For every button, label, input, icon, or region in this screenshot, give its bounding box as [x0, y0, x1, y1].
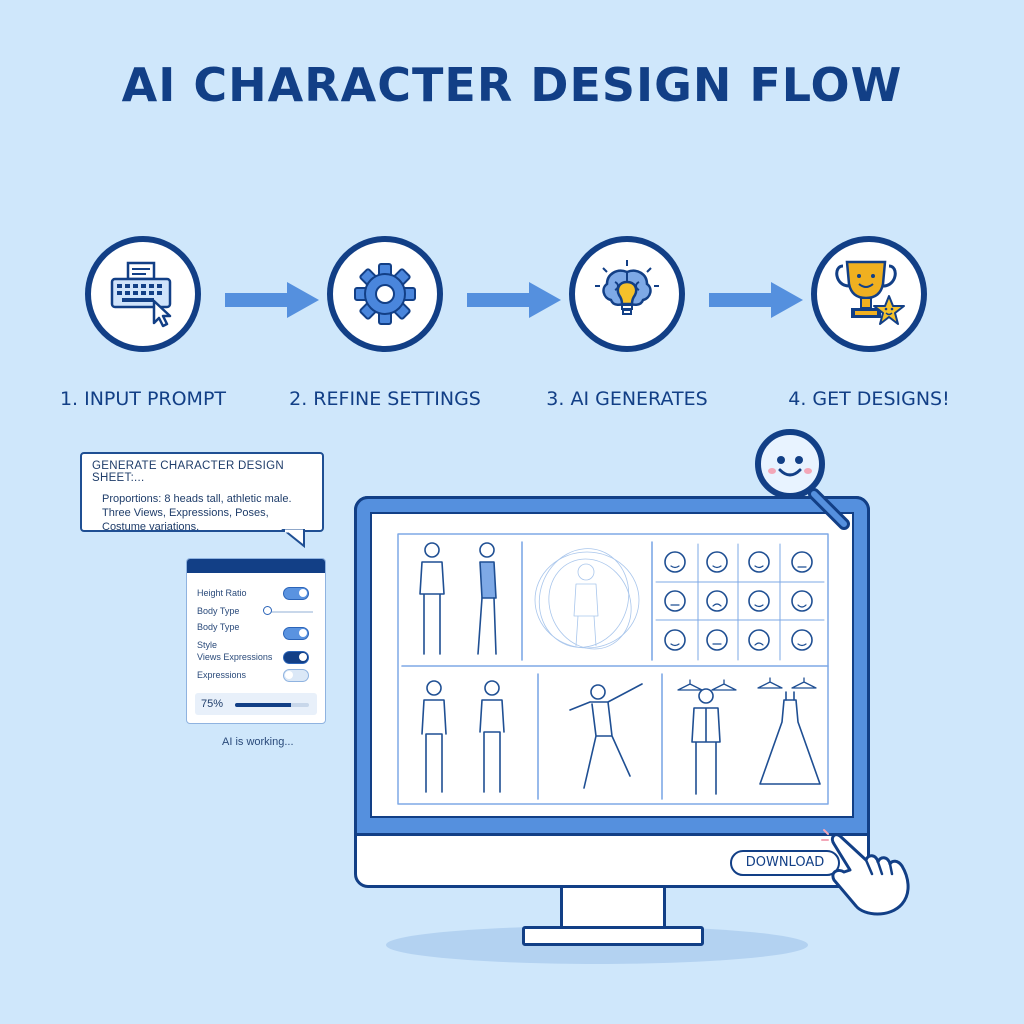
step-3-circle: [569, 236, 685, 352]
prompt-line: Proportions: 8 heads tall, athletic male…: [102, 493, 292, 505]
arrow-right-icon: [225, 282, 319, 318]
download-button[interactable]: DOWNLOAD: [730, 850, 840, 876]
monitor-screen: [370, 512, 854, 818]
gear-icon: [354, 263, 416, 325]
prompt-bubble: GENERATE CHARACTER DESIGN SHEET:... Prop…: [80, 452, 324, 533]
monitor-neck: [560, 886, 666, 928]
settings-title-bar: [187, 559, 325, 573]
figure-action-pose: [569, 683, 643, 789]
setting-row: Expressions: [197, 669, 319, 683]
page-title: AI CHARACTER DESIGN FLOW: [121, 58, 903, 112]
slider-handle[interactable]: [263, 606, 272, 615]
setting-row: Body Type: [197, 605, 319, 619]
slider-track[interactable]: [267, 611, 313, 613]
prompt-heading: GENERATE CHARACTER DESIGN SHEET:...: [92, 460, 284, 484]
figure-side: [477, 542, 497, 655]
toggle-switch[interactable]: [283, 651, 309, 664]
setting-label: Expressions: [197, 670, 247, 680]
brain-lightbulb-icon: [595, 260, 659, 315]
character-design-sheet: [397, 533, 829, 805]
trophy-icon: [835, 260, 905, 325]
step-1-circle: [85, 236, 201, 352]
setting-label: Style: [197, 640, 218, 650]
toggle-switch[interactable]: [283, 669, 309, 682]
arrow-right-icon: [467, 282, 561, 318]
step-2-label: 2. REFINE SETTINGS: [289, 388, 481, 410]
setting-label: Height Ratio: [197, 588, 247, 598]
setting-row: Style: [197, 627, 319, 650]
magnifier-mascot-icon: [755, 429, 850, 530]
step-3-label: 3. AI GENERATES: [546, 388, 708, 410]
setting-label: Body Type: [197, 622, 240, 632]
setting-label: Views Expressions: [197, 652, 273, 662]
setting-row: Views Expressions: [197, 651, 319, 665]
figure-back: [421, 680, 447, 793]
step-4-circle: [811, 236, 927, 352]
progress-box: 75%: [195, 693, 317, 715]
figure-costume-dress: [759, 691, 821, 785]
progress-bar: [235, 703, 309, 707]
figure-three-quarter: [479, 680, 505, 793]
setting-row: Height Ratio: [197, 587, 319, 601]
monitor-base: [522, 926, 704, 946]
keyboard-icon: [110, 261, 172, 328]
arrow-right-icon: [709, 282, 803, 318]
prompt-line: Costume variations.: [102, 521, 200, 533]
step-2-circle: [327, 236, 443, 352]
figure-front: [419, 542, 445, 655]
toggle-switch[interactable]: [283, 627, 309, 640]
progress-fill: [235, 703, 291, 707]
expression-faces: [664, 551, 813, 651]
hanger-icon: [677, 677, 817, 691]
status-text: AI is working...: [222, 736, 294, 748]
prompt-line: Three Views, Expressions, Poses,: [102, 507, 269, 519]
figure-costume-suit: [691, 688, 721, 795]
bubble-tail: [281, 529, 305, 549]
settings-panel: Height Ratio Body Type Body Type Style V…: [186, 558, 326, 724]
progress-percent: 75%: [201, 698, 224, 710]
hand-pointer-icon: [821, 829, 910, 916]
step-1-label: 1. INPUT PROMPT: [59, 388, 227, 410]
setting-label: Body Type: [197, 606, 240, 616]
setting-row: Body Type: [197, 621, 319, 635]
toggle-switch[interactable]: [283, 587, 309, 600]
step-4-label: 4. GET DESIGNS!: [788, 388, 950, 410]
